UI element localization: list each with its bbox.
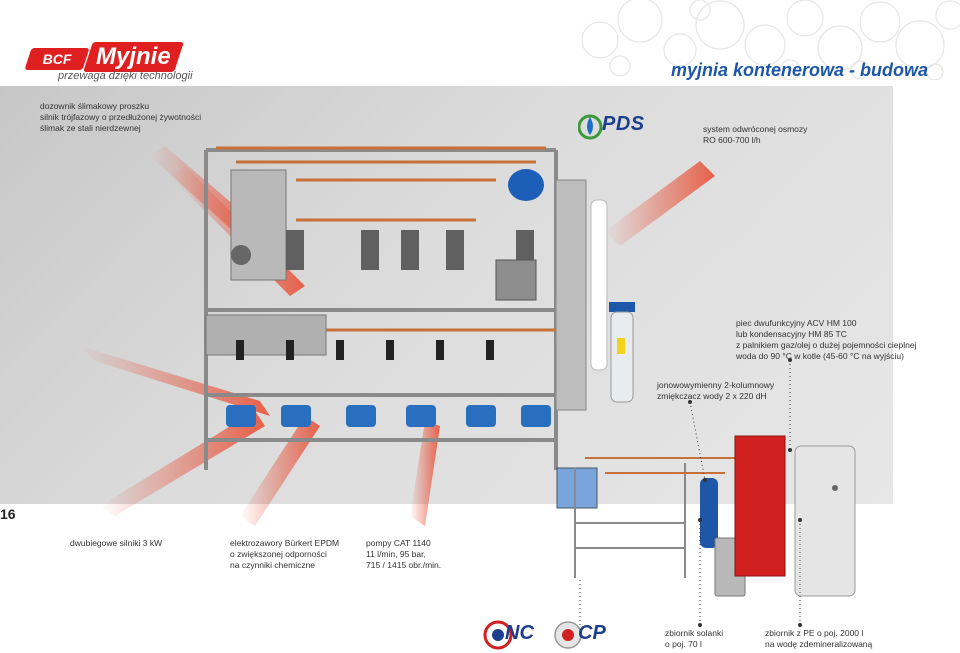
caption-silniki: dwubiegowe silniki 3 kW [70, 538, 163, 548]
logo-tagline: przewaga dzięki technologii [58, 70, 193, 82]
bubbles-decoration [581, 0, 960, 80]
water-filter-illustration [609, 302, 635, 403]
pds-logo [578, 114, 603, 140]
page-number: 16 [0, 506, 16, 522]
nc-logo-text: NC [505, 622, 534, 644]
caption-osmoza: system odwróconej osmozy RO 600-700 l/h [703, 124, 808, 145]
caption-zbiornik-pe: zbiornik z PE o poj. 2000 l na wodę zdem… [765, 628, 873, 649]
brand-logo: BCF Myjnie przewaga dzięki technologii [24, 42, 208, 86]
pds-logo-text: PDS [602, 113, 645, 135]
caption-jonowymienny: jonowowymienny 2-kolumnowy zmiękczacz wo… [657, 380, 775, 401]
nc-logo-icon [483, 620, 513, 650]
caption-piec: piec dwufunkcyjny ACV HM 100 lub kondens… [736, 318, 917, 361]
page-title: myjnia kontenerowa - budowa [670, 60, 928, 80]
caption-zbiornik-solanki: zbiornik solanki o poj. 70 l [665, 628, 724, 649]
cp-logo-icon [554, 621, 582, 649]
main-panel [0, 86, 893, 504]
machine-frame-illustration [204, 146, 608, 470]
caption-dozownik: dozownik ślimakowy proszku silnik trójfa… [40, 101, 202, 133]
caption-pompy: pompy CAT 1140 11 l/min, 95 bar, 715 / 1… [366, 538, 442, 570]
container-illustration [556, 435, 856, 597]
cp-logo-text: CP [578, 622, 606, 644]
caption-elektrozawory: elektrozawory Bürkert EPDM o zwiększonej… [230, 538, 340, 570]
